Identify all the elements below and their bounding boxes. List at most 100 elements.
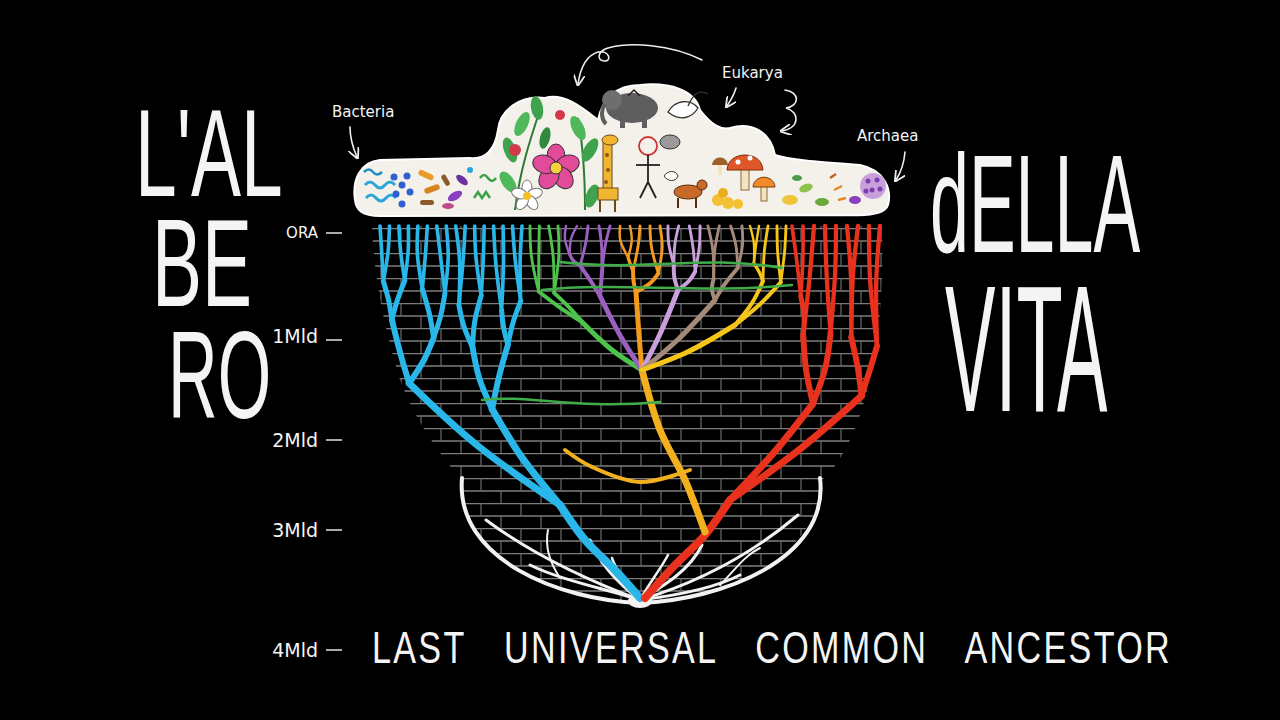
tree-branch: [405, 226, 409, 280]
tree-branch: [380, 226, 383, 281]
tree-branch: [851, 337, 861, 396]
giraffe: [598, 135, 618, 212]
tree-branch: [422, 289, 433, 338]
time-label: ORA: [286, 226, 318, 241]
tree-branch: [570, 226, 577, 254]
tree-branch: [674, 226, 679, 265]
tree-branch: [445, 226, 448, 293]
time-label: 3Mld: [272, 521, 318, 540]
stick-figure: [636, 137, 660, 198]
tree-branch: [434, 293, 445, 337]
tree-branch: [554, 226, 559, 293]
tree-branch: [537, 226, 541, 292]
eukarya-doodles: [496, 90, 775, 212]
tree-branch: [437, 226, 445, 293]
time-label: 2Mld: [272, 431, 318, 450]
tree-branch: [582, 322, 642, 370]
tree-branches: [380, 226, 880, 598]
tree-branch: [777, 226, 781, 282]
tree-branch: [633, 271, 636, 292]
tree-branch: [730, 396, 862, 500]
tree-branch: [383, 281, 392, 319]
title-word: RO: [168, 312, 271, 437]
tree-branch: [620, 226, 628, 257]
tree-branch: [636, 292, 642, 370]
tree-branch: [645, 500, 730, 598]
tree-branch: [481, 226, 484, 295]
tree-branch: [754, 226, 759, 263]
tree-branch: [636, 273, 658, 292]
tree-branch: [851, 226, 858, 337]
dog: [674, 180, 707, 208]
tree-branch: [508, 301, 521, 345]
tree-branch: [674, 265, 678, 290]
tree-branch: [642, 300, 715, 370]
tree-branch: [714, 226, 720, 279]
title-word: L'AL: [135, 90, 283, 215]
tree-branch: [383, 226, 389, 281]
mushrooms: [712, 155, 775, 209]
tree-branch: [539, 292, 582, 322]
tree-branch: [399, 226, 405, 280]
bird: [668, 92, 708, 118]
tree-branch: [392, 320, 409, 384]
tree-branch: [813, 333, 831, 404]
ancestor-label: LAST UNIVERSAL COMMON ANCESTOR: [372, 626, 1172, 670]
pointer-arrows: [350, 45, 905, 180]
tree-branch: [689, 226, 695, 272]
tree-branch: [492, 409, 560, 505]
tree-branch: [473, 295, 482, 347]
time-label: 4Mld: [272, 641, 318, 660]
tree-branch: [580, 266, 600, 296]
time-label: 1Mld: [272, 327, 318, 346]
domain-label: Archaea: [857, 129, 918, 144]
tree-branch: [642, 370, 705, 532]
organisms-panel: [354, 84, 889, 216]
title-word: dELLA: [930, 134, 1140, 274]
tree-branch: [554, 293, 582, 322]
domain-label: Bacteria: [332, 105, 394, 120]
title-word: VITA: [945, 259, 1107, 439]
tree-branch: [738, 226, 743, 268]
tree-branch: [825, 226, 831, 333]
tree-branch: [831, 226, 836, 333]
tree-branch: [763, 226, 768, 281]
tree-branch: [502, 226, 504, 310]
tree-branch: [459, 226, 465, 305]
tree-branch: [520, 226, 522, 301]
tree-branch: [658, 226, 662, 273]
tree-branch: [549, 226, 554, 293]
time-grid: [360, 220, 900, 620]
tree-branch: [628, 226, 632, 257]
tree-branch: [695, 226, 700, 272]
tree-branch: [409, 338, 434, 383]
domain-label: Eukarya: [722, 66, 783, 81]
elephant: [602, 90, 658, 128]
time-ticks: [326, 233, 342, 650]
tree-branch: [565, 450, 690, 482]
tree-branch: [494, 226, 502, 310]
tree-branch: [392, 280, 405, 319]
tree-branch: [781, 226, 786, 282]
tree-branch: [422, 226, 427, 289]
tree-branch: [409, 383, 560, 505]
archaea-doodles: [782, 173, 886, 206]
tree-branch: [715, 268, 738, 300]
tree-branch: [862, 346, 878, 396]
tree-branch: [803, 335, 813, 403]
tree-branch: [803, 226, 814, 335]
title-word: BE: [152, 200, 252, 325]
bacteria-doodles: [364, 167, 496, 209]
tree-branch: [876, 226, 880, 346]
tree-branch: [580, 226, 588, 266]
tree-branch: [792, 226, 801, 296]
tree-branch: [530, 226, 539, 292]
tree-branch: [642, 325, 735, 370]
roots: [462, 478, 821, 608]
tree-branch: [650, 226, 658, 273]
tree-branch: [600, 268, 602, 296]
tree-branch: [801, 226, 803, 296]
gene-transfer-lines: [482, 262, 792, 404]
tree-branch: [602, 226, 610, 268]
